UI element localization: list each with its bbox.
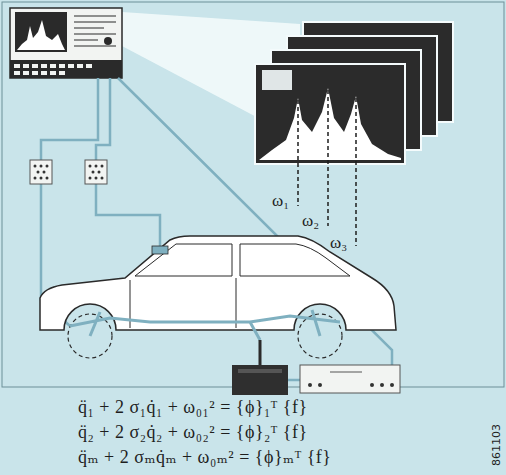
knob <box>104 37 112 45</box>
window <box>135 244 232 276</box>
amplifier-box <box>85 160 107 184</box>
modal-equation: q̈₂ + 2 σ₂q̇₂ + ω₀₂² = {ϕ}₂ᵀ {f} <box>78 421 308 444</box>
analyser-case <box>10 8 122 78</box>
spectrum-trace <box>17 20 65 50</box>
frequency-label-holder: ω₃ <box>330 232 347 254</box>
keys <box>14 64 92 75</box>
chassis <box>70 310 340 340</box>
amplifier <box>30 160 107 184</box>
spectrum-trace <box>259 88 401 160</box>
keyboard-strip <box>10 60 122 78</box>
signal-generator <box>300 365 400 393</box>
shaker-rod <box>259 340 262 365</box>
panel-lines <box>74 16 116 46</box>
resonance-markers <box>298 90 356 246</box>
figure-number-holder: 861103 <box>490 424 504 466</box>
frequency-label-holder: ω₂ <box>302 210 319 232</box>
frequency-label: ω₁ <box>272 190 289 212</box>
accelerometer <box>152 246 168 254</box>
analyser-screen <box>15 12 67 52</box>
modal-equation-holder: q̈₁ + 2 σ₁q̇₁ + ω₀₁² = {ϕ}₁ᵀ {f} <box>78 396 308 419</box>
amplifier-box <box>30 160 52 184</box>
modal-equation-holder: q̈₂ + 2 σ₂q̇₂ + ω₀₂² = {ϕ}₂ᵀ {f} <box>78 421 308 444</box>
frequency-label: ω₃ <box>330 232 347 254</box>
screen-stack <box>255 22 453 164</box>
modal-equation: q̈ₘ + 2 σₘq̇ₘ + ω₀ₘ² = {ϕ}ₘᵀ {f} <box>78 446 331 469</box>
frequency-label-holder: ω₁ <box>272 190 289 212</box>
shaker-body <box>232 365 288 395</box>
car <box>40 236 396 358</box>
shaker <box>232 340 288 395</box>
cables <box>41 78 392 380</box>
screen-glare <box>262 70 292 90</box>
modal-equation-holder: q̈ₘ + 2 σₘq̇ₘ + ω₀ₘ² = {ϕ}ₘᵀ {f} <box>78 446 331 469</box>
generator-panel-line <box>330 372 362 373</box>
generator-box <box>300 365 400 393</box>
screen <box>255 64 405 164</box>
figure-number: 861103 <box>490 424 504 466</box>
frame <box>2 2 504 387</box>
frequency-label: ω₂ <box>302 210 319 232</box>
spectrum-analyser <box>10 8 122 78</box>
modal-equation: q̈₁ + 2 σ₁q̇₁ + ω₀₁² = {ϕ}₁ᵀ {f} <box>78 396 308 419</box>
shaker-band <box>238 369 282 373</box>
